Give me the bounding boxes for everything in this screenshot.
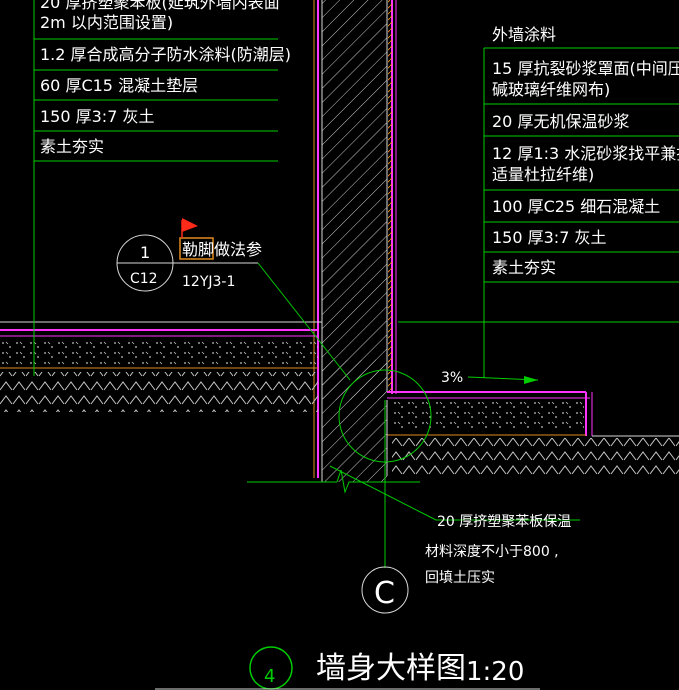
break-line — [247, 469, 420, 494]
right-note-1: 15 厚抗裂砂浆罩面(中间压入 — [492, 59, 679, 78]
exterior-ground-buildup — [387, 391, 679, 478]
reference-leader — [257, 262, 351, 381]
flag-icon — [182, 218, 198, 232]
title-text: 墙身大样图 — [316, 651, 466, 686]
right-note-5: 适量杜拉纤维) — [492, 165, 594, 184]
detail-ref-sheet: C12 — [130, 271, 158, 287]
exterior-finish-layers — [388, 0, 397, 394]
left-note-3: 60 厚C15 混凝土垫层 — [40, 76, 198, 95]
detail-ref-tag: 勒脚 — [182, 240, 214, 259]
insulation-note: 20 厚挤塑聚苯板保温 — [437, 513, 571, 530]
title-number: 4 — [264, 666, 275, 687]
left-note-0: 20 厚挤塑聚苯板(延筑外墙内表面 — [40, 0, 280, 12]
title-scale: 1:20 — [466, 657, 524, 687]
right-layer-notes: 外墙涂料 15 厚抗裂砂浆罩面(中间压入 碱玻璃纤维网布) 20 厚无机保温砂浆… — [483, 25, 679, 378]
slope-indicator: 3% — [441, 370, 539, 386]
axis-label: C — [374, 576, 395, 611]
detail-reference: 1 C12 勒脚 做法参 12YJ3-1 — [116, 218, 262, 292]
drawing-title: 4 墙身大样图 1:20 — [155, 646, 540, 690]
detail-ref-atlas: 12YJ3-1 — [182, 274, 235, 290]
right-note-2: 碱玻璃纤维网布) — [492, 80, 610, 99]
right-note-6: 100 厚C25 细石混凝土 — [492, 197, 660, 216]
right-note-3: 20 厚无机保温砂浆 — [492, 112, 629, 131]
left-note-4: 150 厚3:7 灰土 — [40, 107, 154, 126]
slope-text: 3% — [441, 370, 463, 386]
left-layer-notes: 20 厚挤塑聚苯板(延筑外墙内表面 2m 以内范围设置) 1.2 厚合成高分子防… — [33, 0, 291, 376]
left-note-1: 2m 以内范围设置) — [40, 13, 173, 32]
material-note-0: 材料深度不小于800 , — [425, 544, 559, 560]
highlight-box — [179, 237, 214, 260]
left-note-2: 1.2 厚合成高分子防水涂料(防潮层) — [40, 45, 291, 64]
detail-ref-number: 1 — [140, 243, 150, 262]
left-note-5: 素土夯实 — [40, 137, 104, 156]
detail-ref-text: 做法参 — [214, 240, 262, 259]
right-note-7: 150 厚3:7 灰土 — [492, 228, 606, 247]
material-note-1: 回填土压实 — [425, 570, 495, 586]
axis-marker: C — [361, 400, 409, 614]
right-note-4: 12 厚1:3 水泥砂浆找平兼找坡 — [492, 144, 679, 163]
right-note-0: 外墙涂料 — [492, 25, 556, 44]
interior-floor-buildup — [0, 321, 322, 412]
wall-foundation — [322, 360, 387, 482]
right-note-8: 素土夯实 — [492, 258, 556, 277]
wall-body — [321, 0, 388, 482]
insulation-leader — [329, 465, 580, 521]
